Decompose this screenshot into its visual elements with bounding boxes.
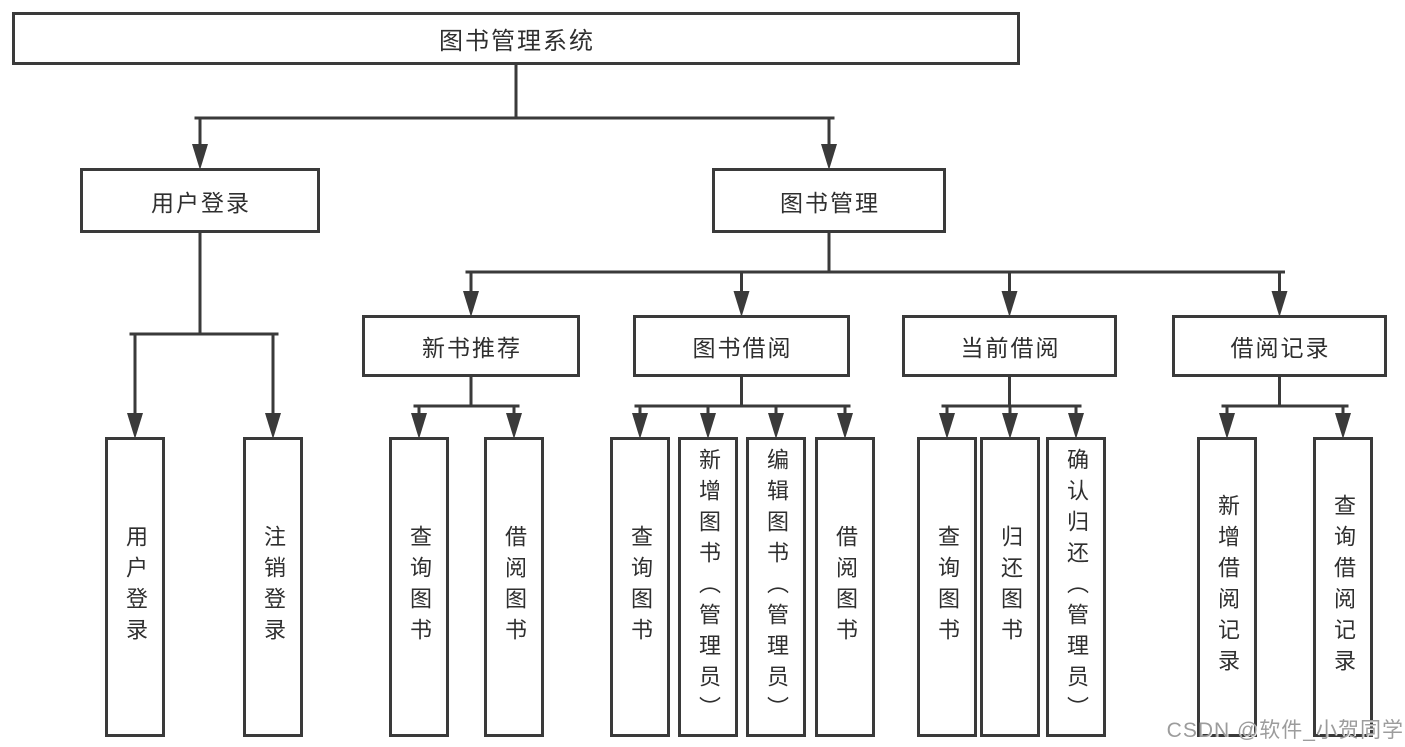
leaf-add-books-admin: 新增图书（管理员） xyxy=(678,437,738,737)
leaf-borrow-books: 借阅图书 xyxy=(484,437,544,737)
node-new-book-recommend: 新书推荐 xyxy=(362,315,580,377)
watermark: CSDN @软件_小贺同学 xyxy=(1166,719,1404,742)
node-borrow-records: 借阅记录 xyxy=(1172,315,1387,377)
node-library-system: 图书管理系统 xyxy=(12,12,1020,65)
leaf-query-books: 查询图书 xyxy=(610,437,670,737)
leaf-query-books: 查询图书 xyxy=(389,437,449,737)
leaf-query-books: 查询图书 xyxy=(917,437,977,737)
leaf-user-login: 用户登录 xyxy=(105,437,165,737)
node-book-borrow: 图书借阅 xyxy=(633,315,850,377)
leaf-add-borrow-record: 新增借阅记录 xyxy=(1197,437,1257,737)
leaf-query-borrow-record: 查询借阅记录 xyxy=(1313,437,1373,737)
leaf-return-books: 归还图书 xyxy=(980,437,1040,737)
node-user-login: 用户登录 xyxy=(80,168,320,233)
node-book-management: 图书管理 xyxy=(712,168,946,233)
leaf-borrow-books: 借阅图书 xyxy=(815,437,875,737)
leaf-logout: 注销登录 xyxy=(243,437,303,737)
leaf-edit-books-admin: 编辑图书（管理员） xyxy=(746,437,806,737)
leaf-confirm-return-admin: 确认归还（管理员） xyxy=(1046,437,1106,737)
node-current-borrow: 当前借阅 xyxy=(902,315,1117,377)
